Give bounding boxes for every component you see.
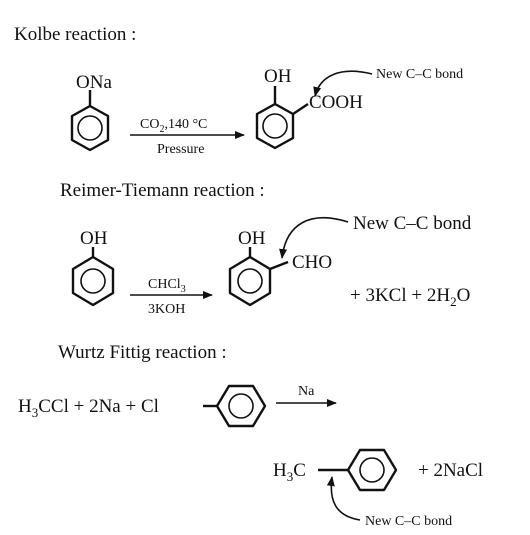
reimer-product-ring [228, 247, 289, 307]
kolbe-reactant-ring [70, 90, 110, 152]
reimer-product-cho: CHO [292, 252, 332, 273]
reimer-product-oh: OH [238, 228, 266, 249]
wurtz-product-methyl: H3C [273, 460, 306, 484]
reimer-byproducts: + 3KCl + 2H2O [350, 285, 470, 309]
reimer-reagent-bottom: 3KOH [148, 302, 185, 317]
wurtz-reactant-ring [203, 384, 267, 428]
reimer-annotation-arrow [279, 217, 349, 259]
kolbe-product-cooh: COOH [309, 92, 363, 113]
kolbe-product-oh: OH [264, 66, 292, 87]
kolbe-reactant-ona: ONa [76, 72, 112, 93]
wurtz-reagent-top: Na [298, 384, 315, 399]
reimer-title: Reimer-Tiemann reaction : [60, 180, 265, 201]
kolbe-reagent-top: CO2,140 °C [140, 117, 207, 135]
wurtz-reactants: H3CCl + 2Na + Cl [18, 396, 159, 420]
reimer-reactant-oh: OH [80, 228, 108, 249]
reimer-annotation: New C–C bond [353, 213, 472, 234]
wurtz-product-ring [318, 448, 398, 492]
kolbe-title: Kolbe reaction : [14, 24, 136, 45]
wurtz-annotation-arrow [326, 476, 361, 521]
wurtz-title: Wurtz Fittig reaction : [58, 342, 227, 363]
kolbe-annotation: New C–C bond [376, 67, 463, 82]
wurtz-annotation: New C–C bond [365, 514, 452, 529]
kolbe-reagent-bottom: Pressure [157, 142, 204, 157]
reimer-reactant-ring [71, 247, 115, 307]
kolbe-annotation-arrow [313, 70, 373, 97]
reimer-reagent-top: CHCl3 [148, 277, 186, 295]
kolbe-product-ring [255, 86, 309, 150]
wurtz-byproduct: + 2NaCl [418, 460, 483, 481]
